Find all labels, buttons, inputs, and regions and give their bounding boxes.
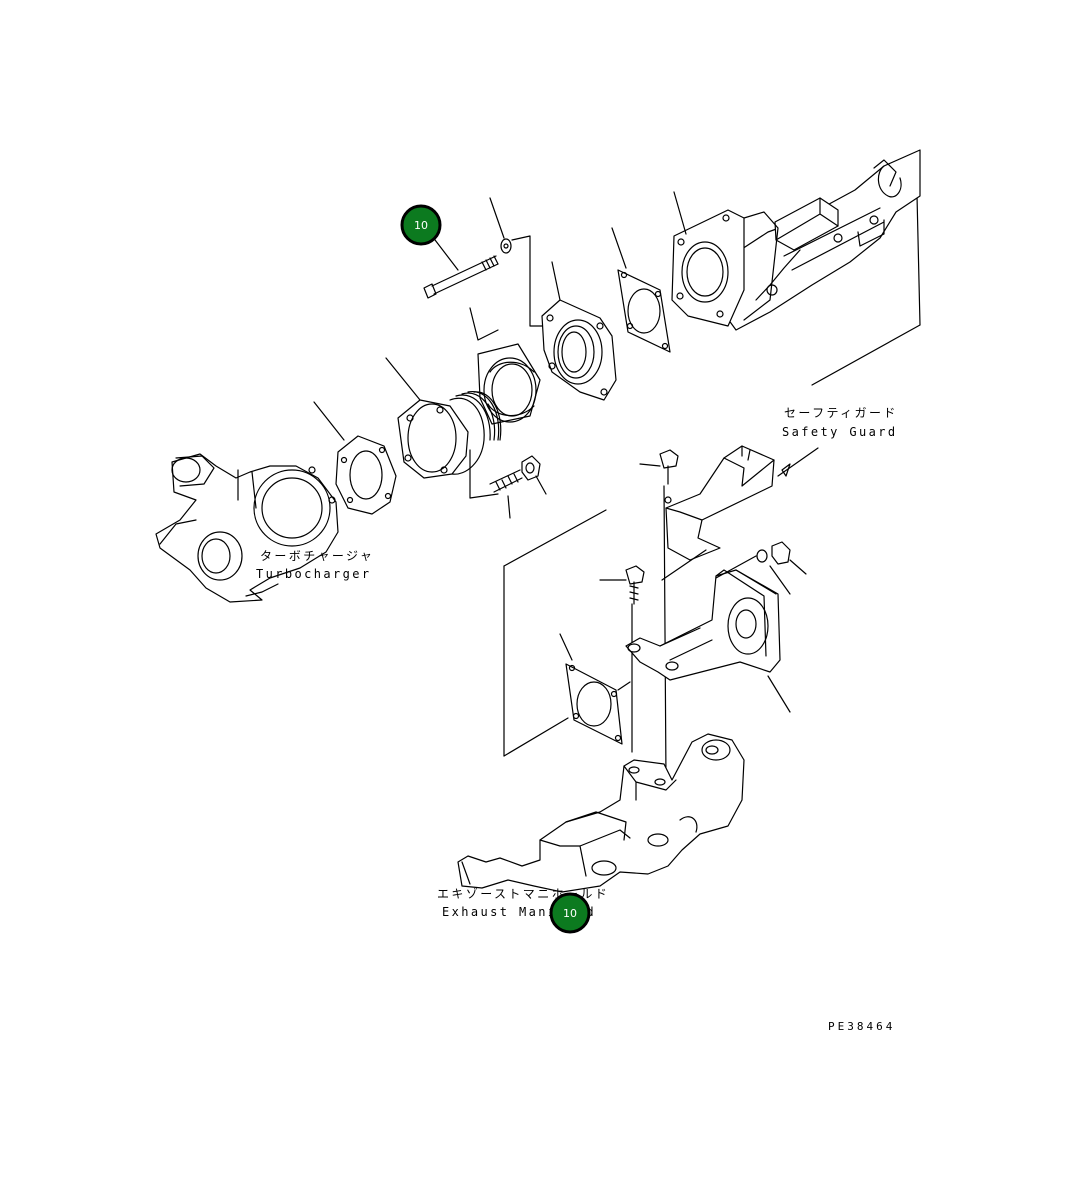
safety-guard-part xyxy=(664,445,819,561)
safety-guard-label-en: Safety Guard xyxy=(782,425,898,439)
exhaust-manifold-part xyxy=(457,733,745,893)
gasket-square-lower xyxy=(559,633,631,745)
gasket-square-upper xyxy=(611,227,671,353)
mounting-bracket xyxy=(625,541,807,713)
callout-badge-top[interactable]: 10 xyxy=(400,204,442,246)
safety-guard-label-jp: セーフティガード xyxy=(784,406,898,420)
bellows-joint xyxy=(385,357,502,479)
callout-number: 10 xyxy=(563,907,577,920)
seal-ring xyxy=(469,307,541,425)
guard-bolts xyxy=(599,449,707,781)
callout-badge-bottom[interactable]: 10 xyxy=(549,892,591,934)
callout-number: 10 xyxy=(414,219,428,232)
turbocharger xyxy=(155,453,339,603)
turbocharger-label-en: Turbocharger xyxy=(256,567,372,581)
assembly-bracket-lines xyxy=(503,509,607,757)
stud-and-nut xyxy=(469,449,547,519)
adapter-flange xyxy=(541,261,617,401)
long-bolt xyxy=(423,197,543,327)
drawing-code: PE38464 xyxy=(828,1020,895,1033)
safety-guard-label: セーフティガード Safety Guard xyxy=(782,406,898,439)
turbocharger-label: ターボチャージャ Turbocharger xyxy=(256,549,374,581)
turbocharger-label-jp: ターボチャージャ xyxy=(260,549,374,563)
exhaust-pipe-assembly xyxy=(671,149,921,386)
gasket-round xyxy=(313,401,397,515)
